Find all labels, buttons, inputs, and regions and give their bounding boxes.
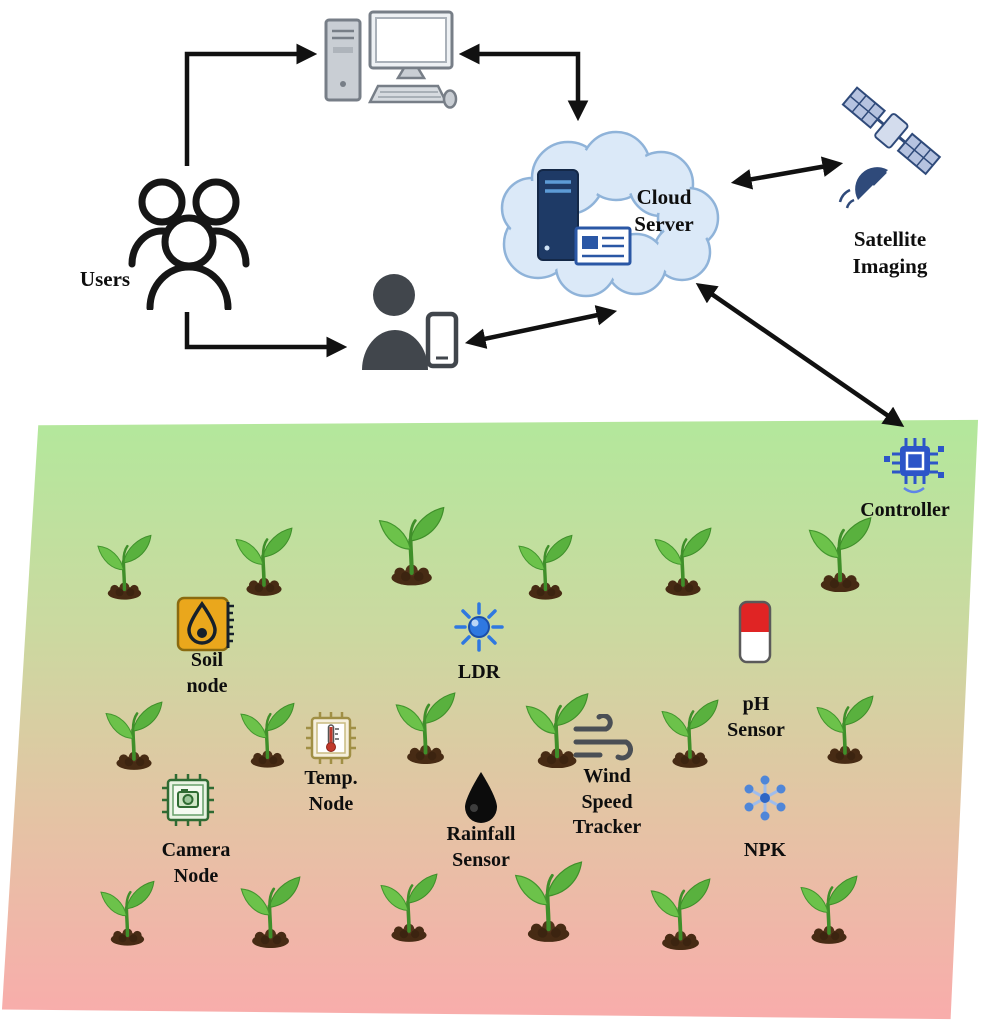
- temp-node-label: Temp. Node: [304, 767, 358, 815]
- cloud-server-label: Cloud Server: [634, 185, 694, 236]
- plant-seedling-icon: [376, 489, 447, 586]
- controller-label: Controller: [860, 499, 950, 521]
- camera-chip-icon: [162, 774, 214, 826]
- plant-seedling-icon: [99, 879, 156, 946]
- plant-seedling-icon: [653, 526, 713, 596]
- npk-label: NPK: [743, 839, 787, 861]
- users-icon: [128, 178, 250, 310]
- crop-field: [1, 419, 979, 1020]
- plant-seedling-icon: [104, 700, 164, 770]
- desktop-computer-icon: [324, 10, 458, 109]
- arrow-cloud-satellite: [730, 156, 844, 190]
- controller-chip-icon: [884, 438, 944, 494]
- ldr-label: LDR: [457, 661, 501, 683]
- plant-seedling-icon: [234, 526, 294, 596]
- plant-seedling-icon: [649, 876, 712, 950]
- plant-seedling-icon: [394, 690, 457, 764]
- plant-seedling-icon: [660, 698, 720, 768]
- ldr-sun-icon: [454, 602, 504, 652]
- raindrop-icon: [465, 772, 497, 823]
- soil-node-label: Soil node: [186, 649, 228, 697]
- arrow-users-to-phone: [184, 312, 348, 358]
- arrow-users-to-computer: [184, 43, 318, 166]
- soil-moisture-icon: [176, 596, 234, 652]
- arrow-cloud-controller: [695, 283, 905, 427]
- ph-sensor-label: pH Sensor: [727, 693, 785, 741]
- plant-seedling-icon: [815, 694, 875, 764]
- wind-icon: [573, 714, 633, 761]
- plant-seedling-icon: [517, 533, 574, 600]
- cloud-server-node: Cloud Server: [486, 126, 726, 304]
- users-label: Users: [79, 267, 131, 291]
- rainfall-sensor-label: Rainfall Sensor: [446, 823, 516, 871]
- plant-seedling-icon: [239, 874, 302, 948]
- cloud-server-icon: [500, 130, 720, 298]
- npk-molecule-icon: [744, 775, 786, 821]
- plant-seedling-icon: [379, 872, 439, 942]
- plant-seedling-icon: [799, 874, 859, 944]
- wind-speed-tracker-label: Wind Speed Tracker: [572, 765, 642, 839]
- satellite-icon: [838, 86, 942, 209]
- plant-seedling-icon: [96, 533, 153, 600]
- arrow-computer-cloud: [458, 43, 589, 122]
- ph-probe-icon: [738, 600, 772, 664]
- temperature-chip-icon: [306, 712, 356, 764]
- arrow-phone-cloud: [464, 305, 618, 349]
- person-with-phone-icon: [362, 274, 459, 370]
- satellite-imaging-label: Satellite Imaging: [852, 227, 928, 278]
- camera-node-label: Camera Node: [161, 839, 231, 887]
- plant-seedling-icon: [239, 701, 296, 768]
